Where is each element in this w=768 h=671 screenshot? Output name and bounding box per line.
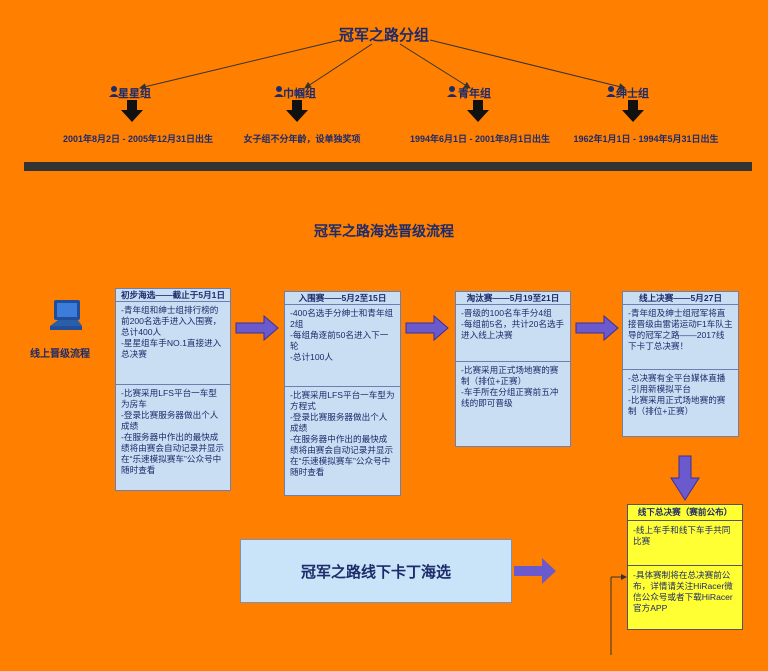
stage-box-qualifier: 入围赛——5月2至15日 -400名选手分绅士和青年组2组 -每组角逐前50名进… <box>284 291 401 496</box>
person-icon <box>274 86 284 97</box>
down-arrows <box>121 100 644 122</box>
computer-icon <box>50 300 82 330</box>
group-label-youth: 青年组 <box>458 88 491 100</box>
final-info: -具体赛制将在总决赛前公布，详情请关注HiRacer微信公众号或者下载HiRac… <box>628 565 742 618</box>
final-box-offline: 线下总决赛（赛前公布） -线上车手和线下车手共同比赛 -具体赛制将在总决赛前公布… <box>627 504 743 630</box>
stage-format: -比赛采用LFS平台一车型为房车 -登录比赛服务器做出个人成绩 -在服务器中作出… <box>116 384 230 479</box>
person-icon <box>606 86 616 97</box>
final-rules: -线上车手和线下车手共同比赛 <box>633 525 731 546</box>
stage-header: 初步海选——截止于5月1日 <box>116 289 230 302</box>
offline-kart-box: 冠军之路线下卡丁海选 <box>240 539 512 603</box>
right-arrow-icon <box>235 314 279 342</box>
stage-rules: -青年组及绅士组冠军将直接晋级由雷诺运动F1车队主导的冠军之路——2017线下卡… <box>628 308 733 351</box>
group-label-star: 星星组 <box>118 88 151 100</box>
stage-header: 线上决赛——5月27日 <box>623 292 738 305</box>
person-icon <box>109 86 119 97</box>
down-arrow-icon <box>286 100 308 122</box>
down-arrow-icon <box>622 100 644 122</box>
group-desc-women: 女子组不分年龄，设单独奖项 <box>243 134 361 144</box>
person-icons <box>109 86 616 97</box>
right-arrow-icon <box>405 314 449 342</box>
right-arrow-icon <box>575 314 619 342</box>
group-connector-lines <box>109 39 644 122</box>
section-divider <box>24 162 752 171</box>
right-arrow-icon <box>514 558 556 584</box>
group-desc-star: 2001年8月2日 - 2005年12月31日出生 <box>62 134 214 144</box>
group-desc-gentleman: 1962年1月1日 - 1994年5月31日出生 <box>573 134 719 144</box>
stage-format: -比赛采用LFS平台一车型为方程式 -登录比赛服务器做出个人成绩 -在服务器中作… <box>285 386 400 481</box>
connector-line <box>139 39 341 91</box>
person-icon <box>447 86 457 97</box>
online-flow-label: 线上晋级流程 <box>30 349 90 360</box>
stage-format: -比赛采用正式场地赛的赛制（排位+正赛） -车手所在分组正赛前五冲线的即可晋级 <box>456 361 570 412</box>
stage-box-elimination: 淘汰赛——5月19至21日 -晋级的100名车手分4组 -每组前5名，共计20名… <box>455 291 571 447</box>
down-arrow-icon <box>467 100 489 122</box>
stage-header: 入围赛——5月2至15日 <box>285 292 400 305</box>
final-header: 线下总决赛（赛前公布） <box>628 505 742 521</box>
stage-box-online-final: 线上决赛——5月27日 -青年组及绅士组冠军将直接晋级由雷诺运动F1车队主导的冠… <box>622 291 739 437</box>
connector-line <box>399 43 471 89</box>
stage-rules: -晋级的100名车手分4组 -每组前5名，共计20名选手进入线上决赛 <box>461 308 565 340</box>
stage-header: 淘汰赛——5月19至21日 <box>456 292 570 305</box>
group-desc-youth: 1994年6月1日 - 2001年8月1日出生 <box>409 134 551 144</box>
page-title: 冠军之路分组 <box>338 27 429 44</box>
down-arrow-icon <box>121 100 143 122</box>
group-label-women: 巾帼组 <box>283 88 316 100</box>
stage-box-preliminary: 初步海选——截止于5月1日 -青年组和绅士组排行榜的前200名选手进入入围赛，总… <box>115 288 231 491</box>
group-label-gentleman: 绅士组 <box>616 88 649 100</box>
stage-rules: -400名选手分绅士和青年组2组 -每组角逐前50名进入下一轮 -总计100人 <box>290 308 394 362</box>
stage-format: -总决赛有全平台媒体直播 -引用新模拟平台 -比赛采用正式场地赛的赛制（排位+正… <box>623 369 738 420</box>
down-arrow-icon <box>670 455 700 501</box>
flow-title: 冠军之路海选晋级流程 <box>314 223 454 239</box>
connector-line <box>429 39 626 90</box>
stage-rules: -青年组和绅士组排行榜的前200名选手进入入围赛，总计400人 -星星组车手NO… <box>121 305 222 359</box>
connector-line <box>304 43 373 89</box>
